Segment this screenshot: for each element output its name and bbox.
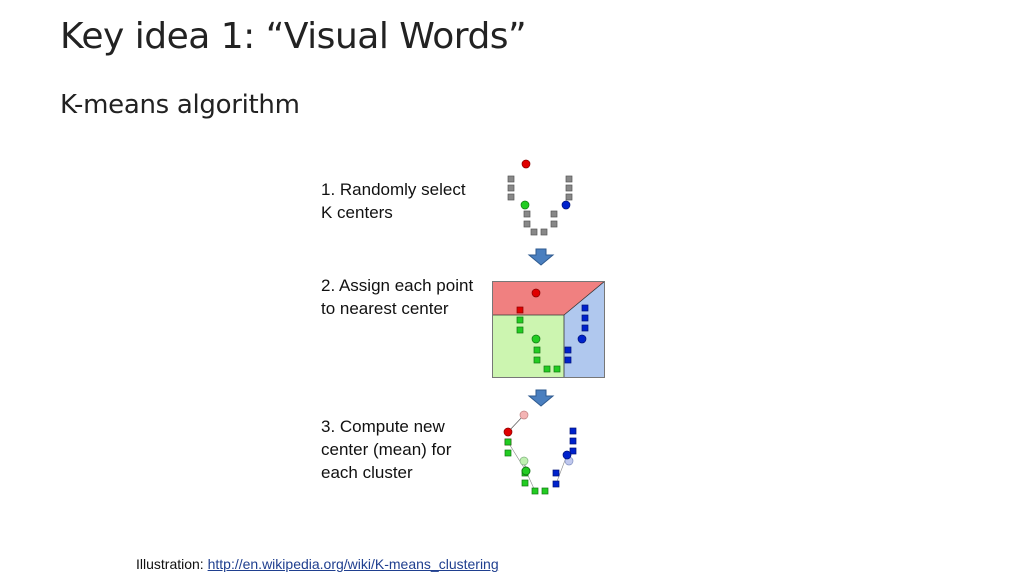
data-point [550,210,558,218]
data-point [552,469,560,477]
illustration-credit: Illustration: http://en.wikipedia.org/wi… [136,556,499,572]
green-cluster-points [516,316,561,373]
data-point [516,326,524,334]
data-point [504,438,512,446]
data-point [552,480,560,488]
old-green-center [519,456,529,466]
red-region [492,281,605,315]
step-1-label: 1. Randomly select K centers [321,180,466,222]
blue-center [562,450,572,460]
green-center [521,466,531,476]
down-arrow-icon [527,248,555,266]
data-point [533,356,541,364]
blue-cluster-points [552,427,577,488]
data-point [523,210,531,218]
unassigned-points [507,175,573,236]
data-point [543,365,551,373]
data-point [504,449,512,457]
data-point [530,228,538,236]
data-point [581,304,589,312]
data-point [581,324,589,332]
data-point [507,193,515,201]
green-center [520,200,530,210]
step-2-diagram [492,281,605,378]
data-point [569,427,577,435]
step-3-diagram [503,410,577,495]
data-point [531,487,539,495]
data-point [564,346,572,354]
data-point [541,487,549,495]
data-point [565,184,573,192]
blue-center [577,334,587,344]
data-point [540,228,548,236]
data-point [550,220,558,228]
red-center [521,159,531,169]
data-point [565,193,573,201]
data-point [533,346,541,354]
data-point [516,306,524,314]
center-movement-lines [507,414,570,492]
green-region [492,315,564,378]
data-point [521,479,529,487]
data-point [553,365,561,373]
data-point [523,220,531,228]
step-1-diagram [507,159,573,236]
wikipedia-link[interactable]: http://en.wikipedia.org/wiki/K-means_clu… [207,556,499,572]
red-cluster-points [516,306,524,314]
green-center [531,334,541,344]
data-point [565,175,573,183]
slide-title: Key idea 1: “Visual Words” [60,16,527,57]
old-red-center [519,410,529,420]
slide-subtitle: K-means algorithm [60,90,300,120]
data-point [564,356,572,364]
blue-cluster-points [564,304,589,364]
data-point [507,175,515,183]
step-2-label: 2. Assign each point to nearest center [321,276,474,318]
down-arrow-icon [527,389,555,407]
data-point [581,314,589,322]
data-point [569,447,577,455]
data-point [569,437,577,445]
red-center [503,427,513,437]
data-point [507,184,515,192]
credit-prefix: Illustration: [136,556,208,572]
blue-center [561,200,571,210]
data-point [516,316,524,324]
step-3-label: 3. Compute new center (mean) for each cl… [321,417,452,482]
red-center [531,288,541,298]
